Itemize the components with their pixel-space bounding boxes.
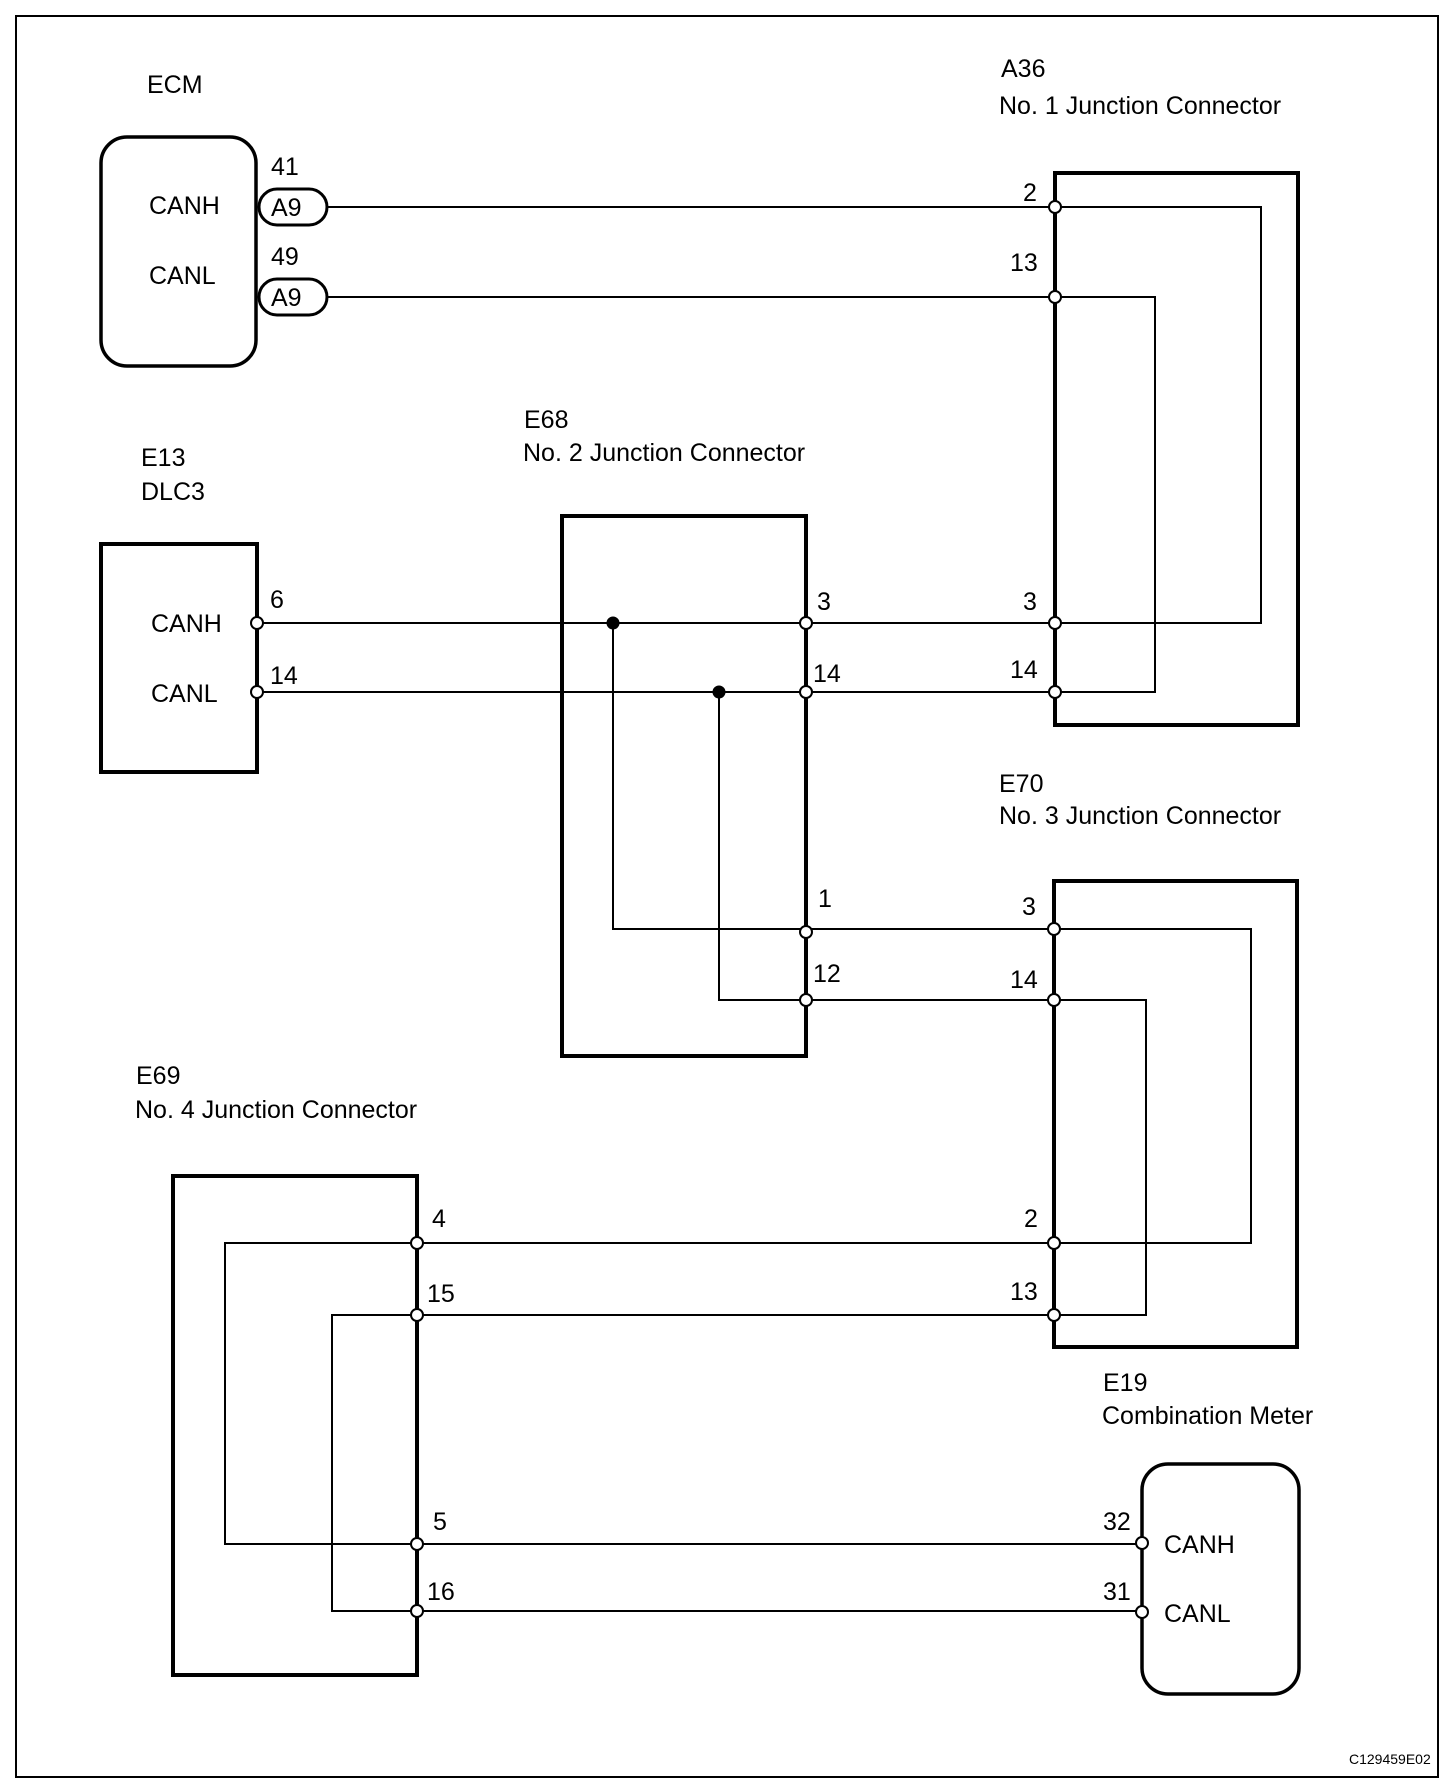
wire-canl-ecm-a36 <box>327 296 1156 693</box>
e68-terminal-12 <box>799 993 813 1007</box>
e13-box <box>99 542 259 774</box>
e69-terminal-15 <box>410 1308 424 1322</box>
a36-pin-2: 2 <box>1023 179 1037 207</box>
e68-pin-1: 1 <box>818 885 832 913</box>
ecm-pin-49: 49 <box>271 243 299 271</box>
e68-box <box>560 514 808 1058</box>
e68-splice-canl <box>712 685 726 699</box>
a36-box <box>1053 171 1300 727</box>
e68-name: No. 2 Junction Connector <box>523 439 805 467</box>
ecm-component: ECM CANH CANL 41 49 A9 A9 <box>99 71 329 368</box>
a36-pin-14: 14 <box>1010 656 1038 684</box>
e69-terminal-5 <box>410 1537 424 1551</box>
e69-terminal-16 <box>410 1604 424 1618</box>
ecm-canl-label: CANL <box>149 262 216 290</box>
wire-canl-e70-e19 <box>331 1314 1142 1612</box>
e19-code: E19 <box>1103 1369 1147 1397</box>
e69-junction-connector: E69 No. 4 Junction Connector 4 15 5 16 <box>135 1062 455 1677</box>
e70-pin-14: 14 <box>1010 966 1038 994</box>
e13-name: DLC3 <box>141 478 205 506</box>
wire-canh-e68-e70 <box>612 623 1252 1244</box>
e69-pin-16: 16 <box>427 1578 455 1606</box>
ecm-box <box>99 135 258 368</box>
e68-terminal-14 <box>799 685 813 699</box>
e13-pin-14: 14 <box>270 662 298 690</box>
wire-canh-ecm-a36 <box>327 206 1262 624</box>
ecm-canh-label: CANH <box>149 192 220 220</box>
a36-terminal-13 <box>1048 290 1062 304</box>
a36-terminal-3 <box>1048 616 1062 630</box>
e19-terminal-32 <box>1135 1536 1149 1550</box>
a36-code: A36 <box>1001 55 1045 83</box>
e13-canh-label: CANH <box>151 610 222 638</box>
e69-pin-5: 5 <box>433 1508 447 1536</box>
e68-pin-12: 12 <box>813 960 841 988</box>
ecm-connector-a9-canh-label: A9 <box>271 194 302 222</box>
e19-name: Combination Meter <box>1102 1402 1313 1430</box>
e70-box <box>1052 879 1299 1349</box>
e68-splice-canh <box>606 616 620 630</box>
ecm-connector-a9-canh <box>257 187 329 227</box>
figure-code: C129459E02 <box>1349 1751 1431 1767</box>
wire-canl-e68-e70 <box>718 692 1147 1316</box>
e19-pin-32: 32 <box>1103 1508 1131 1536</box>
ecm-title: ECM <box>147 71 203 99</box>
e69-pin-15: 15 <box>427 1280 455 1308</box>
e70-terminal-14 <box>1047 993 1061 1007</box>
e13-pin-6: 6 <box>270 586 284 614</box>
e69-pin-4: 4 <box>432 1205 446 1233</box>
e13-canl-label: CANL <box>151 680 218 708</box>
e69-terminal-4 <box>410 1236 424 1250</box>
a36-pin-13: 13 <box>1010 249 1038 277</box>
ecm-pin-41: 41 <box>271 153 299 181</box>
e19-canl-label: CANL <box>1164 1600 1231 1628</box>
e68-terminal-1 <box>799 925 813 939</box>
e19-pin-31: 31 <box>1103 1578 1131 1606</box>
a36-terminal-2 <box>1048 200 1062 214</box>
e69-name: No. 4 Junction Connector <box>135 1096 417 1124</box>
e19-combination-meter: E19 Combination Meter CANH CANL 32 31 <box>1102 1369 1313 1696</box>
e70-pin-3: 3 <box>1022 893 1036 921</box>
ecm-connector-a9-canl-label: A9 <box>271 284 302 312</box>
e69-box <box>171 1174 419 1677</box>
e70-code: E70 <box>999 770 1043 798</box>
e68-code: E68 <box>524 406 568 434</box>
wire-canh-e70-e19 <box>224 1242 1142 1545</box>
e13-dlc3: E13 DLC3 CANH CANL 6 14 <box>99 444 298 774</box>
e70-junction-connector: E70 No. 3 Junction Connector 3 14 2 13 <box>999 770 1299 1349</box>
e69-code: E69 <box>136 1062 180 1090</box>
e70-pin-2: 2 <box>1024 1205 1038 1233</box>
e13-terminal-6 <box>250 616 264 630</box>
e70-terminal-3 <box>1047 922 1061 936</box>
ecm-connector-a9-canl <box>257 277 329 317</box>
a36-junction-connector: A36 No. 1 Junction Connector 2 13 3 14 <box>999 55 1300 727</box>
e13-terminal-14 <box>250 685 264 699</box>
e70-terminal-2 <box>1047 1236 1061 1250</box>
a36-name: No. 1 Junction Connector <box>999 92 1281 120</box>
e68-terminal-3 <box>799 616 813 630</box>
e70-terminal-13 <box>1047 1308 1061 1322</box>
a36-pin-3: 3 <box>1023 588 1037 616</box>
e68-junction-connector: E68 No. 2 Junction Connector 3 14 1 12 <box>523 406 841 1058</box>
e68-pin-14: 14 <box>813 660 841 688</box>
e13-code: E13 <box>141 444 185 472</box>
e70-name: No. 3 Junction Connector <box>999 802 1281 830</box>
e19-box <box>1140 1462 1301 1696</box>
diagram-border <box>15 15 1439 1778</box>
e19-canh-label: CANH <box>1164 1531 1235 1559</box>
e70-pin-13: 13 <box>1010 1278 1038 1306</box>
a36-terminal-14 <box>1048 685 1062 699</box>
e68-pin-3: 3 <box>817 588 831 616</box>
e19-terminal-31 <box>1135 1605 1149 1619</box>
wires <box>224 206 1262 1612</box>
